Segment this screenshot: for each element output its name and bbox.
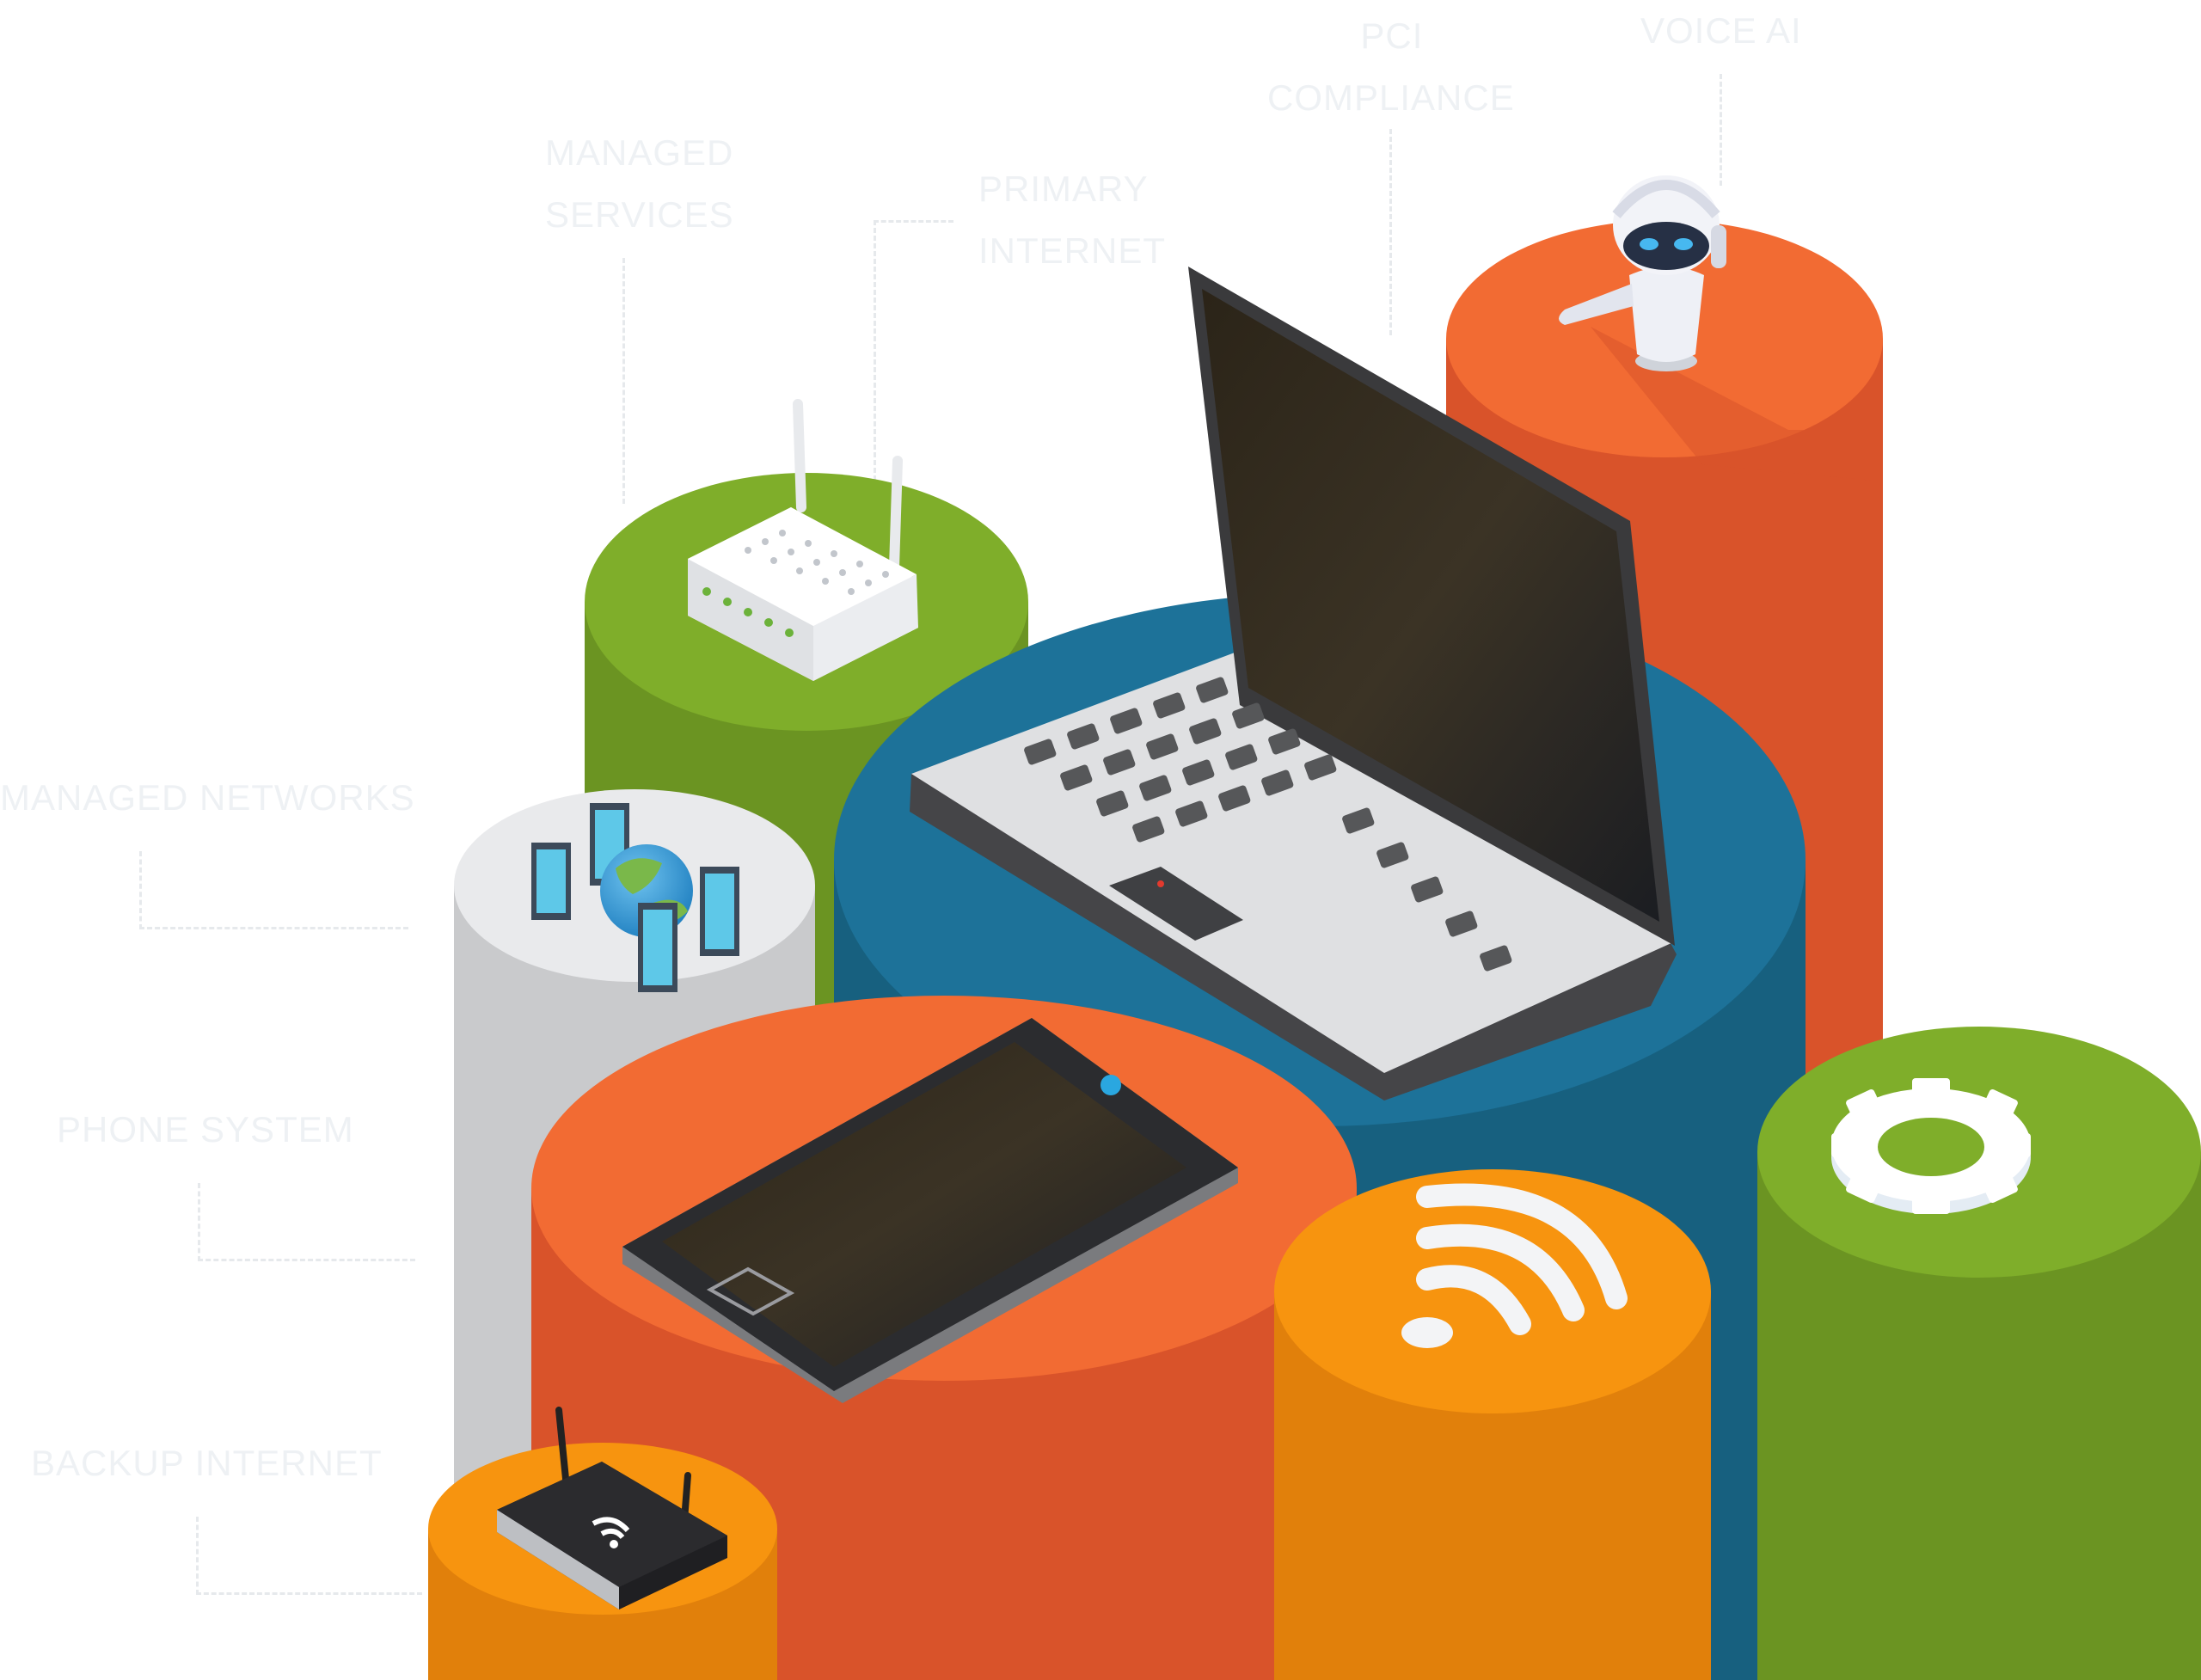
- label-primary-internet: PRIMARY INTERNET: [978, 169, 1166, 271]
- server-rack: [531, 843, 571, 920]
- gear-icon: [1831, 1078, 2031, 1214]
- connector-voice-ai: [1720, 74, 1722, 186]
- label-backup-internet: BACKUP INTERNET: [31, 1443, 383, 1483]
- connector-backup-internet: [196, 1517, 422, 1595]
- robot-icon: [1559, 175, 1726, 371]
- laptop-keys: [1024, 677, 1512, 972]
- wifi-icon: [1401, 1183, 1628, 1348]
- label-managed-networks: MANAGED NETWORKS: [0, 777, 415, 818]
- laptop-icon: [910, 267, 1677, 1101]
- label-phone-system: PHONE SYSTEM: [57, 1109, 354, 1150]
- server-rack: [638, 903, 677, 992]
- connector-managed-services: [622, 258, 625, 504]
- server-globe-icon: [531, 803, 739, 992]
- connector-primary-internet: [874, 220, 953, 481]
- label-voice-ai: VOICE AI: [1640, 10, 1802, 51]
- label-managed-services: MANAGED SERVICES: [545, 132, 734, 235]
- cylinder-amber-wifi: [1274, 1169, 1711, 1680]
- router-icon: [688, 399, 918, 681]
- smartphone-icon: [622, 1018, 1238, 1403]
- connector-pci: [1389, 129, 1392, 335]
- label-pci-compliance: PCI COMPLIANCE: [1267, 15, 1515, 118]
- connector-phone-system: [198, 1183, 415, 1261]
- server-rack: [700, 867, 739, 956]
- black-router-icon: [497, 1407, 727, 1609]
- connector-managed-networks: [139, 851, 408, 929]
